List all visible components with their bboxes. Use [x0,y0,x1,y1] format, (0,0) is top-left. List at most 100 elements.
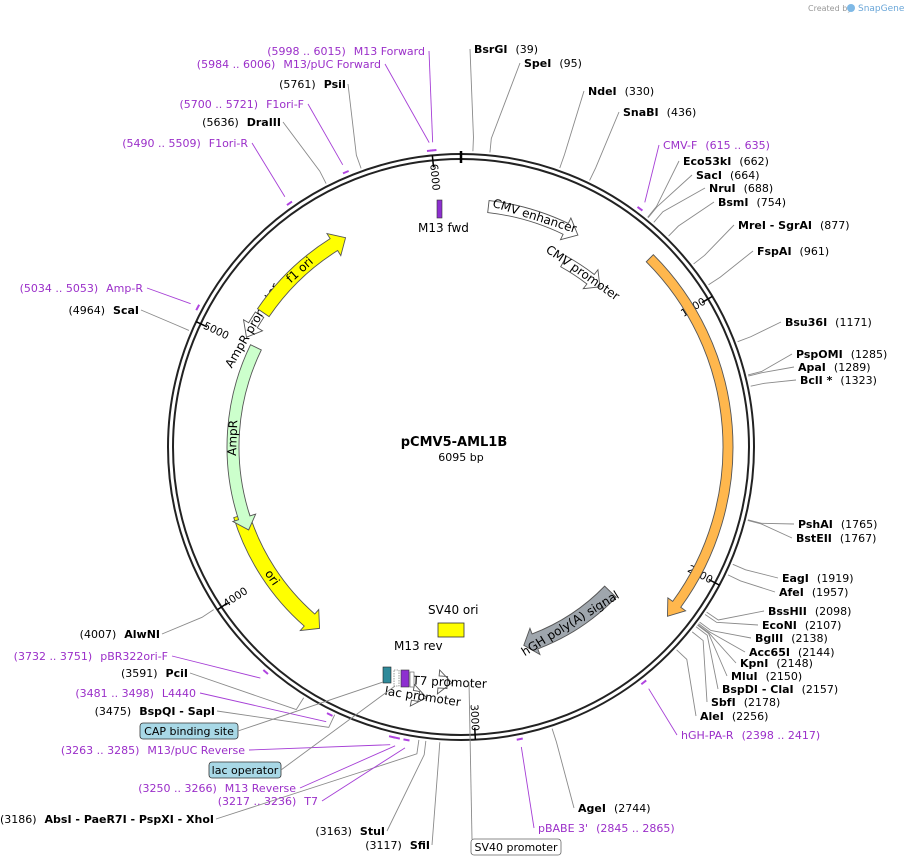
primer-label: (5998 .. 6015)M13 Forward [267,45,425,58]
m13-rev-label: M13 rev [394,639,443,653]
site-label: BsmI(754) [718,196,786,209]
site-label: (3186)AbsI - PaeR7I - PspXI - XhoI [0,813,214,826]
site-position: (2148) [776,657,813,670]
primer-lead [299,745,396,789]
site-name: Acc65I [749,646,790,659]
site-name: BsrGI [474,43,507,56]
site-label: BssHII(2098) [768,605,851,618]
site-lead [215,739,420,820]
sv40-ori-feature [437,622,465,638]
site-name: BspDI [722,683,758,696]
primer-label: (3263 .. 3285)M13/pUC Reverse [61,744,245,757]
site-lead [732,563,779,579]
site-lead [653,187,706,223]
primer-range: (5490 .. 5509) [122,137,201,150]
site-label: BspDI - ClaI(2157) [722,683,838,696]
site-name-extra: SapI [188,705,215,718]
leader-lines [140,48,797,846]
site-name: MreI [738,219,766,232]
site-position: (3163) [315,825,352,838]
site-name: AfeI [779,586,804,599]
site-name: AleI [700,710,724,723]
primer-range: (3263 .. 3285) [61,744,140,757]
site-lead [189,672,305,711]
lac-operator-feature [393,669,400,687]
site-lead [161,609,214,635]
site-name: StuI [360,825,385,838]
site-lead [693,224,735,265]
primer-name: F1ori-F [266,98,304,111]
site-label: SnaBI(436) [623,106,696,119]
site-position: (877) [820,219,850,232]
primer-range: CMV-F [663,139,697,152]
primer-label: (3250 .. 3266) M13 Reverse [138,782,296,795]
site-label: (5636)DraIII [202,116,281,129]
site-label: EagI(1919) [782,572,853,585]
feature-f1-ori [256,232,347,318]
site-lead [647,174,693,218]
primer-label: (3732 .. 3751)pBR322ori-F [14,650,168,663]
primer-mark [262,669,269,675]
site-lead [647,160,680,218]
site-name: EagI [782,572,809,585]
primer-lead [520,746,535,829]
primer-name: M13 Reverse [225,782,296,795]
site-label: Eco53kI(662) [683,155,769,168]
sv40-promoter-box [470,838,562,856]
primer-mark [516,737,523,741]
feature-cmv-promoter [560,255,601,290]
primer-lead [648,688,678,736]
primer-range: (5700 .. 5721) [180,98,259,111]
primer-name: pBR322ori-F [100,650,168,663]
primer-range: (3250 .. 3266) [138,782,217,795]
site-label: FspAI(961) [757,245,829,258]
primer-mark [326,712,333,717]
primer-lead [248,744,391,751]
snapgene-logo: SnapGene [847,4,905,14]
primer-mark [342,170,350,175]
site-position: (2144) [798,646,835,659]
tick-label: 5000 [201,320,230,342]
site-lead [489,62,521,153]
site-label: Bsu36I (1171) [785,316,872,329]
site-label: NdeI(330) [588,85,654,98]
primer-name: Amp-R [106,282,143,295]
primer-name: M13/pUC Forward [283,58,381,71]
primer-lead [251,142,286,198]
site-lead [748,366,795,377]
site-label: BstEII(1767) [796,532,876,545]
feature-ori [233,512,321,632]
site-position: (1957) [812,586,849,599]
site-position: (1289) [834,361,871,374]
plasmid-name: pCMV5-AML1B [401,435,508,450]
primer-range: (5998 .. 6015) [267,45,346,58]
site-position: (3186) [0,813,37,826]
site-position: (3591) [121,667,158,680]
site-position: (5761) [279,78,316,91]
site-label: (3591)PciI [121,667,188,680]
primer-lead [644,144,660,203]
site-labels: BsrGI(39)SpeI(95)NdeI(330)SnaBI(436)Eco5… [0,43,887,852]
site-position: (664) [730,169,760,182]
feature-ampr-promoter [242,311,265,338]
site-label: (3117)SfiI [365,839,430,852]
site-lead [697,624,728,677]
primer-range: (5984 .. 6006) [197,58,276,71]
site-name: FspAI [757,245,792,258]
site-label: SbfI(2178) [711,696,780,709]
site-name: Bsu36I [785,316,827,329]
site-name: EcoNI [762,619,797,632]
site-position: (1285) [851,348,888,361]
primer-mark [426,149,434,152]
primer-name: T7 [303,795,318,808]
primer-lead [146,287,191,305]
site-lead [697,624,737,664]
site-position: (2107) [805,619,842,632]
site-position: (1171) [835,316,872,329]
site-position: (39) [515,43,538,56]
site-label: MluI(2150) [731,670,802,683]
site-lead [676,649,697,717]
site-name-extra: ClaI [770,683,793,696]
site-separator: - [174,813,186,826]
site-label: ApaI(1289) [798,361,870,374]
